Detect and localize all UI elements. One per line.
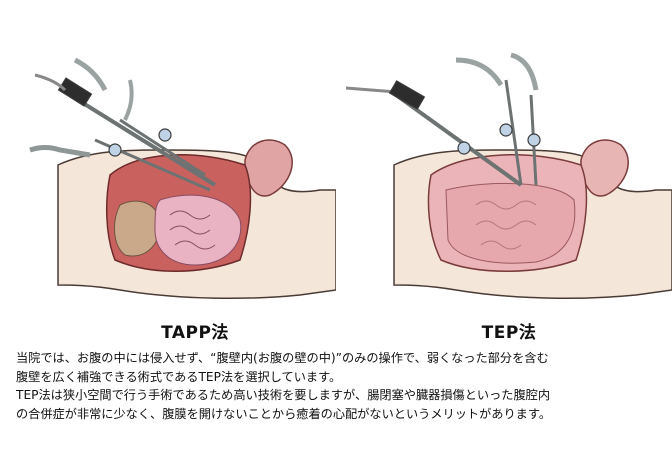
small-intestine [154, 194, 242, 266]
description-line: 腹壁を広く補強できる術式であるTEP法を選択しています。 [16, 369, 342, 384]
tapp-illustration [0, 0, 336, 305]
tapp-label: TAPP法 [161, 323, 229, 343]
hernia-sac [580, 139, 629, 197]
tep-label: TEP法 [481, 323, 537, 343]
description-line: TEP法は狭小空間で行う手術であるため高い技術を要しますが、腸閉塞や臓器損傷とい… [16, 388, 551, 403]
colon [114, 200, 161, 257]
description-text: 当院では、お腹の中には侵入せず、“腹壁内(お腹の壁の中)”のみの操作で、弱くなっ… [16, 349, 666, 423]
laparoscopic-instruments [345, 52, 541, 187]
description-line: 当院では、お腹の中には侵入せず、“腹壁内(お腹の壁の中)”のみの操作で、弱くなっ… [16, 351, 549, 365]
description-line: の合併症が非常に少なく、腹膜を開けないことから癒着の心配がないというメリットがあ… [16, 406, 552, 421]
hernia-sac [244, 139, 293, 197]
tep-illustration [336, 0, 672, 305]
laparoscopic-instruments [29, 57, 217, 192]
